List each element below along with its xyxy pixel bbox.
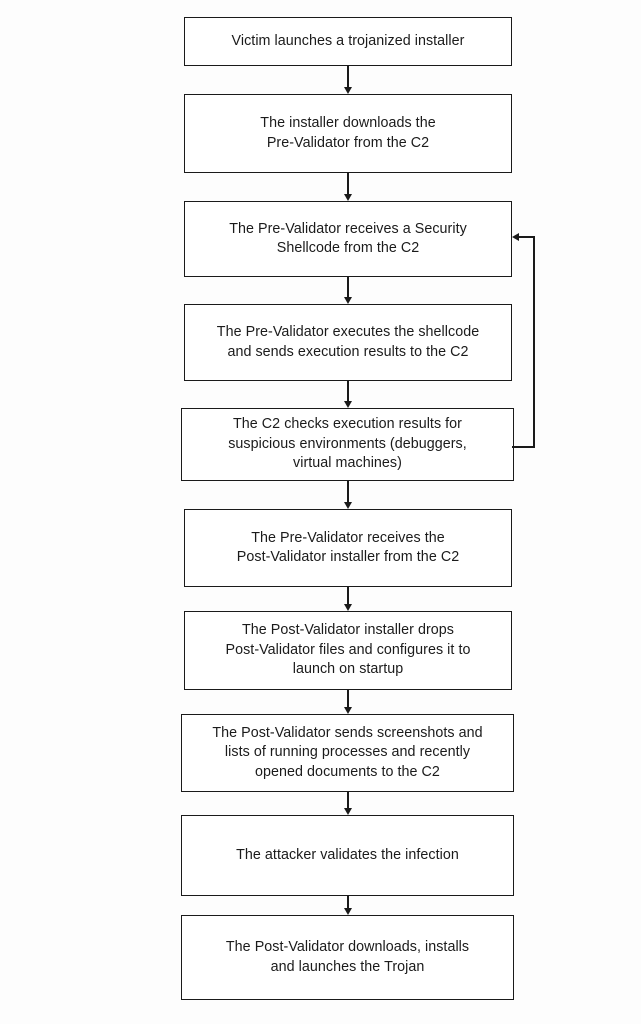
arrowhead-down-icon <box>343 908 352 915</box>
arrowhead-down-icon <box>343 401 352 408</box>
flow-node-postvalidator-installer-drops-files[interactable]: The Post-Validator installer drops Post-… <box>184 611 512 690</box>
connector-line <box>512 446 535 448</box>
flow-node-label: The Post-Validator sends screenshots and… <box>212 724 483 780</box>
flow-node-label: The Post-Validator downloads, installs a… <box>225 939 470 975</box>
flow-node-prevalidator-receives-postvalidator-installer[interactable]: The Pre-Validator receives the Post-Vali… <box>184 509 512 587</box>
connector-line <box>347 381 349 402</box>
arrowhead-down-icon <box>343 502 352 509</box>
connector-line <box>347 587 349 605</box>
flow-node-postvalidator-sends-screenshots[interactable]: The Post-Validator sends screenshots and… <box>181 714 514 792</box>
flow-node-prevalidator-executes-shellcode[interactable]: The Pre-Validator executes the shellcode… <box>184 304 512 381</box>
connector-line <box>347 173 349 195</box>
flow-node-victim-launches-installer[interactable]: Victim launches a trojanized installer <box>184 17 512 66</box>
connector-line <box>347 277 349 298</box>
flow-node-label: The Post-Validator installer drops Post-… <box>225 622 471 678</box>
connector-line <box>533 237 535 447</box>
arrowhead-down-icon <box>343 604 352 611</box>
flow-node-c2-checks-execution-results[interactable]: The C2 checks execution results for susp… <box>181 408 514 481</box>
flow-node-installer-downloads-prevalidator[interactable]: The installer downloads the Pre-Validato… <box>184 94 512 173</box>
arrowhead-down-icon <box>343 194 352 201</box>
connector-line <box>347 690 349 708</box>
flow-node-label: Victim launches a trojanized installer <box>231 32 465 49</box>
flow-node-label: The C2 checks execution results for susp… <box>228 416 467 472</box>
flow-node-label: The installer downloads the Pre-Validato… <box>260 115 436 151</box>
connector-line <box>347 481 349 503</box>
arrowhead-down-icon <box>343 707 352 714</box>
connector-line <box>347 66 349 88</box>
connector-line <box>517 236 535 238</box>
flow-node-label: The Pre-Validator receives a Security Sh… <box>229 220 467 257</box>
flow-node-label: The Pre-Validator executes the shellcode… <box>216 324 480 360</box>
flow-node-postvalidator-downloads-trojan[interactable]: The Post-Validator downloads, installs a… <box>181 915 514 1000</box>
flow-node-prevalidator-receives-shellcode[interactable]: The Pre-Validator receives a Security Sh… <box>184 201 512 277</box>
connector-line <box>347 792 349 809</box>
arrowhead-down-icon <box>343 297 352 304</box>
connector-line <box>347 896 349 909</box>
flow-node-label: The Pre-Validator receives the Post-Vali… <box>236 529 460 566</box>
arrowhead-down-icon <box>343 87 352 94</box>
arrowhead-left-icon <box>512 232 519 241</box>
flow-node-label: The attacker validates the infection <box>236 846 459 863</box>
arrowhead-down-icon <box>343 808 352 815</box>
flow-node-attacker-validates-infection[interactable]: The attacker validates the infection <box>181 815 514 896</box>
